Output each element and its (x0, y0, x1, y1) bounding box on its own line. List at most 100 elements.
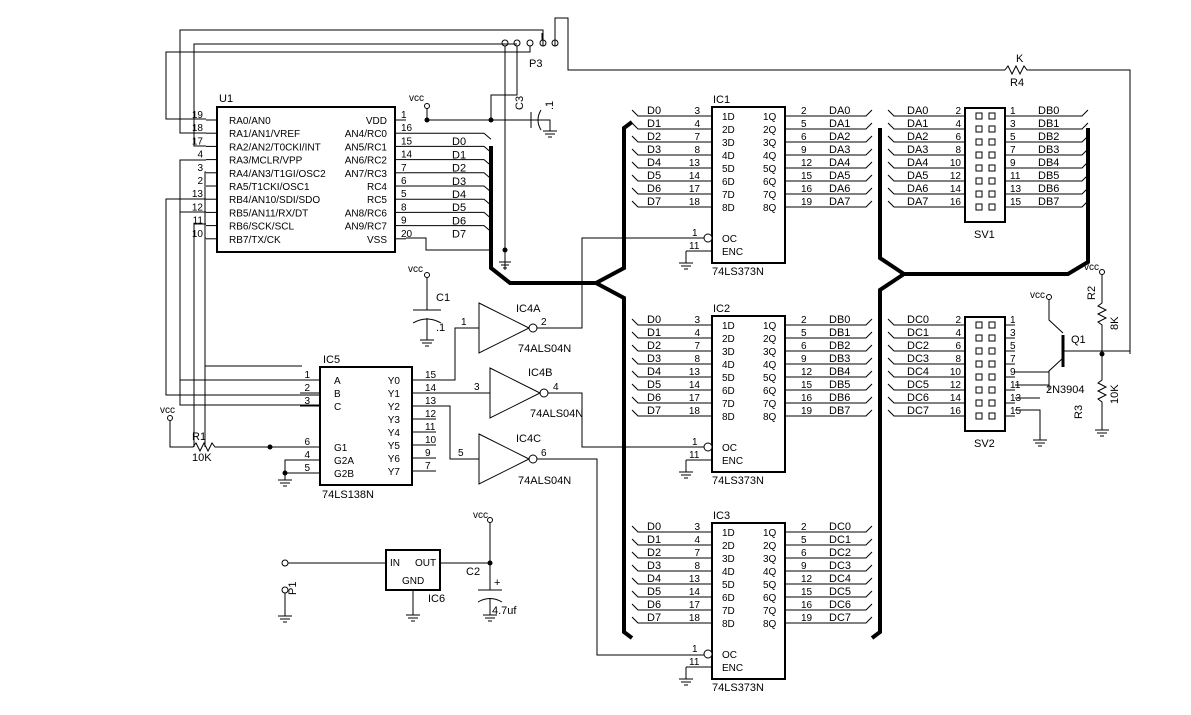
connector-pin-pad (988, 112, 996, 120)
connector-pin-pad (975, 151, 983, 159)
ic4a-in-pin: 1 (461, 317, 467, 328)
p1-ref: P1 (287, 582, 299, 595)
latch-d-pin-name: 5D (722, 164, 735, 175)
latch-out-line (785, 525, 873, 533)
u1-pin-number: 18 (192, 123, 204, 134)
latch-in-net: D7 (647, 196, 661, 208)
ic5-pin-name: Y6 (388, 454, 401, 465)
latch-q-pin-number: 9 (801, 145, 807, 156)
connector-right-line (1005, 135, 1089, 143)
c2-plus: + (494, 577, 500, 589)
connector-right-pin: 1 (1010, 106, 1016, 117)
ic5-pin-name: Y2 (388, 402, 401, 413)
r1-resistor: vcc R1 10K (160, 405, 320, 464)
u1-pin-name: AN4/RC0 (345, 129, 388, 140)
latch-d-pin-name: 3D (722, 138, 735, 149)
connector-pin-pad (975, 321, 983, 329)
connector-right-line (1005, 161, 1089, 169)
latch-q-pin-number: 19 (801, 197, 813, 208)
u1-pin-name: RB6/SCK/SCL (229, 222, 294, 233)
connector-left-pin: 4 (955, 328, 961, 339)
connector-pin-pad (988, 190, 996, 198)
connector-left-pin: 4 (955, 119, 961, 130)
u1-pin-name: RA5/T1CKI/OSC1 (229, 182, 310, 193)
latch-q-pin-name: 5Q (763, 373, 777, 384)
ic4c-in-pin: 5 (458, 448, 464, 459)
u1-pin-name: AN8/RC6 (345, 208, 388, 219)
u1-pin-number: 1 (401, 110, 407, 121)
latch-body (711, 522, 786, 680)
connector-pin-pad (988, 386, 996, 394)
latch-oc-bubble (703, 233, 713, 243)
u1-pin-name: AN9/RC7 (345, 222, 388, 233)
u1-net-line (406, 198, 492, 206)
latch-in-net: D2 (647, 131, 661, 143)
connector-pin-pad (988, 347, 996, 355)
c3-value: .1 (544, 101, 556, 110)
latch-out-line (785, 135, 873, 143)
latch-d-pin-number: 17 (689, 600, 701, 611)
latch-in-net: D3 (647, 144, 661, 156)
connector-left-net: DA0 (907, 105, 928, 117)
latch-q-pin-number: 2 (801, 106, 807, 117)
latch-q-pin-name: 2Q (763, 334, 777, 345)
latch-enc-pin: 11 (689, 241, 700, 252)
connector-right-pin: 15 (1010, 406, 1022, 417)
connector-left-pin: 12 (950, 380, 962, 391)
u1-pin-name: RC4 (367, 182, 387, 193)
connector-right-line (1005, 148, 1089, 156)
latch-out-net: DB4 (829, 366, 850, 378)
connector-right-net: DB7 (1038, 196, 1059, 208)
q1-part: 2N3904 (1046, 384, 1085, 396)
connector-pin-pad (988, 203, 996, 211)
u1-pin-name: AN7/RC3 (345, 169, 388, 180)
u1-ref: U1 (219, 93, 233, 105)
latch-oc-pin: 1 (692, 228, 698, 239)
latch-q-pin-number: 12 (801, 367, 813, 378)
ic5-pins: 1A2B3C6G14G2A5G2B15Y014Y113Y212Y311Y410Y… (300, 370, 437, 480)
connector-right-pin: 7 (1010, 354, 1016, 365)
latch-out-line (785, 318, 873, 326)
latch-enc-gnd (679, 459, 712, 479)
u1-pin-number: 20 (401, 229, 413, 240)
latch-in-line (631, 135, 712, 143)
u1-pin-name: RA3/MCLR/VPP (229, 156, 303, 167)
latch-d-pin-number: 18 (689, 613, 701, 624)
latch-d-pin-name: 6D (722, 177, 735, 188)
latch-in-net: D6 (647, 599, 661, 611)
connector-left-line (887, 135, 965, 143)
ic6-out-label: OUT (415, 558, 436, 569)
connector-left-net: DC2 (907, 340, 929, 352)
u1-pin-name: RA0/AN0 (229, 116, 271, 127)
ic6-regulator: IN OUT GND IC6 (281, 549, 493, 622)
ic5-pin-name: A (334, 376, 341, 387)
latch-d-pin-number: 13 (689, 158, 701, 169)
latch-d-pin-number: 13 (689, 574, 701, 585)
connector-pin-pad (975, 334, 983, 342)
u1-pin-number: 9 (401, 216, 407, 227)
latch-d-pin-number: 18 (689, 406, 701, 417)
latch-q-pin-name: 8Q (763, 619, 777, 630)
latch-d-pin-number: 7 (694, 132, 700, 143)
latch-q-pin-name: 4Q (763, 360, 777, 371)
bus-ic2-ic3-out (870, 272, 906, 640)
latch-q-pin-name: 4Q (763, 567, 777, 578)
latch-d-pin-number: 14 (689, 587, 701, 598)
u1-pin-number: 2 (197, 176, 203, 187)
connector-left-line (887, 383, 965, 391)
connector-right-pin: 11 (1010, 171, 1021, 182)
u1-pin-number: 6 (401, 176, 407, 187)
connector-left-pin: 6 (955, 132, 961, 143)
latch-d-pin-number: 17 (689, 393, 701, 404)
connector-right-pin: 15 (1010, 197, 1022, 208)
latch-out-net: DA5 (829, 170, 850, 182)
connector-left-pin: 10 (950, 158, 962, 169)
latch-in-net: D5 (647, 586, 661, 598)
u1-pin-name: RB5/AN11/RX/DT (229, 208, 308, 219)
latch-in-line (631, 148, 712, 156)
latch-in-line (631, 200, 712, 208)
connector-left-line (887, 109, 965, 117)
latch-in-net: D3 (647, 353, 661, 365)
